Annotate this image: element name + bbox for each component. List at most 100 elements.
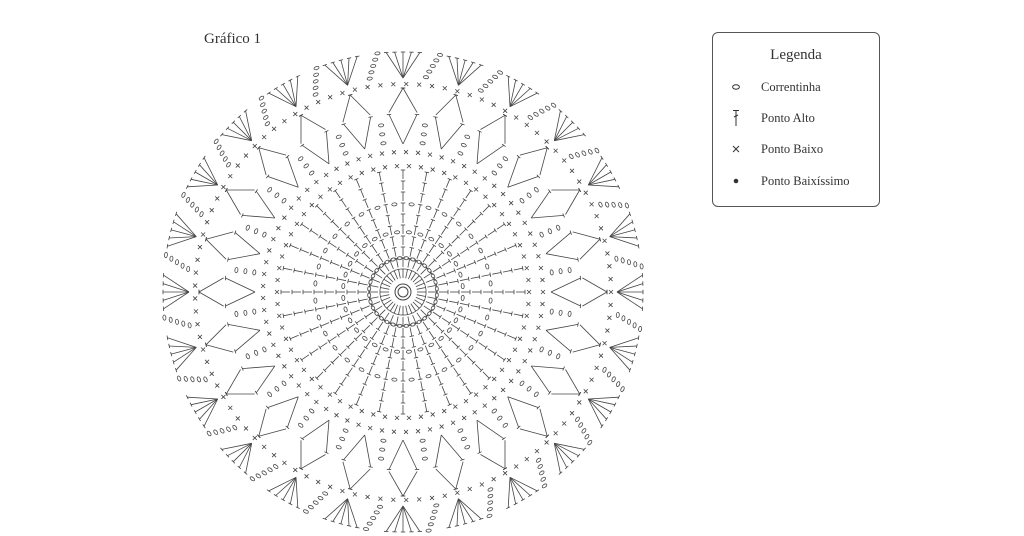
double-crochet-top: [413, 271, 418, 275]
double-crochet-top: [324, 130, 329, 133]
chain-stitch: [620, 386, 625, 392]
chain-stitch: [243, 309, 248, 316]
single-crochet-stitch: [561, 158, 567, 163]
double-crochet-stitch: [609, 236, 639, 247]
chain-stitch: [267, 187, 273, 193]
double-crochet-top: [394, 257, 399, 260]
chain-stitch: [323, 247, 328, 254]
double-crochet-top: [433, 322, 437, 326]
chain-stitch: [405, 230, 412, 235]
chain-stitch: [252, 269, 257, 276]
double-crochet-stitch: [387, 215, 390, 225]
chain-stitch: [416, 319, 422, 325]
chain-stitch: [378, 123, 385, 128]
double-crochet-top: [438, 234, 443, 238]
double-crochet-top: [422, 182, 427, 184]
double-crochet-stitch: [582, 291, 608, 307]
chain-stitch: [163, 252, 168, 258]
double-crochet-stitch: [588, 164, 607, 186]
chain-stitch: [403, 323, 410, 328]
double-crochet-top: [346, 57, 352, 59]
double-crochet-stitch: [171, 347, 197, 355]
double-crochet-top: [309, 251, 312, 256]
double-crochet-stitch: [221, 134, 252, 142]
double-crochet-top: [355, 55, 360, 58]
double-crochet-top: [368, 283, 371, 288]
double-crochet-stitch: [440, 349, 447, 358]
double-crochet-stitch: [509, 80, 517, 107]
double-crochet-stitch: [358, 282, 368, 286]
double-crochet-stitch: [416, 287, 426, 290]
single-crochet-stitch: [378, 496, 383, 502]
single-crochet-stitch: [260, 295, 266, 301]
double-crochet-top: [439, 198, 444, 201]
double-crochet-top: [617, 184, 621, 189]
double-crochet-top: [417, 273, 422, 278]
double-crochet-top: [558, 109, 563, 113]
double-crochet-stitch: [502, 269, 512, 273]
double-crochet-stitch: [459, 199, 466, 208]
double-crochet-stitch: [420, 309, 428, 317]
double-crochet-stitch: [407, 258, 410, 268]
single-crochet-stitch: [453, 175, 458, 180]
double-crochet-stitch: [205, 238, 227, 260]
double-crochet-top: [456, 235, 460, 239]
single-crochet-stitch: [467, 92, 473, 98]
double-crochet-top: [362, 198, 367, 201]
double-crochet-stitch: [371, 301, 381, 306]
double-crochet-top: [318, 345, 322, 350]
double-crochet-stitch: [588, 398, 612, 413]
chain-stitch: [502, 422, 508, 428]
double-crochet-top: [382, 277, 386, 282]
double-crochet-top: [520, 82, 526, 86]
double-crochet-stitch: [347, 498, 350, 526]
single-crochet-stitch: [522, 220, 528, 226]
double-crochet-stitch: [370, 317, 378, 325]
chain-stitch: [245, 353, 250, 360]
double-crochet-stitch: [175, 347, 197, 371]
double-crochet-top: [424, 294, 427, 299]
double-crochet-stitch: [481, 274, 491, 277]
double-crochet-top: [504, 332, 507, 337]
double-crochet-top: [205, 236, 207, 242]
chain-stitch: [453, 260, 459, 267]
single-crochet-stitch: [524, 122, 530, 128]
chain-stitch: [190, 201, 195, 208]
double-crochet-stitch: [513, 313, 523, 317]
chain-stitch: [363, 527, 369, 532]
double-crochet-stitch: [364, 199, 369, 209]
double-crochet-stitch: [507, 396, 539, 408]
chain-stitch: [487, 500, 494, 505]
single-crochet-stitch: [403, 429, 409, 435]
chain-stitch: [587, 439, 593, 446]
chain-stitch: [368, 298, 373, 305]
double-crochet-top: [373, 271, 377, 276]
chain-stitch: [367, 292, 372, 299]
chain-stitch: [581, 428, 587, 434]
chain-stitch: [540, 476, 546, 482]
double-crochet-top: [175, 211, 178, 217]
double-crochet-top: [355, 526, 360, 529]
double-crochet-top: [295, 506, 300, 510]
chain-stitch: [312, 92, 319, 97]
double-crochet-top: [363, 234, 368, 238]
double-crochet-stitch: [420, 240, 425, 249]
chain-stitch: [253, 349, 259, 356]
double-crochet-stitch: [163, 274, 190, 293]
single-crochet-stitch: [513, 464, 519, 469]
double-crochet-top: [457, 278, 459, 284]
single-crochet-stitch: [461, 163, 467, 169]
double-crochet-top: [350, 311, 353, 316]
double-crochet-stitch: [582, 277, 608, 293]
chain-stitch: [185, 197, 191, 203]
single-crochet-stitch: [382, 414, 388, 419]
double-crochet-stitch: [550, 291, 581, 307]
single-crochet-stitch: [594, 213, 599, 219]
double-crochet-stitch: [385, 370, 388, 380]
double-crochet-top: [494, 328, 497, 333]
chain-stitch: [468, 345, 474, 351]
double-crochet-stitch: [378, 172, 382, 182]
double-crochet-stitch: [300, 249, 309, 254]
double-crochet-stitch: [320, 322, 330, 327]
